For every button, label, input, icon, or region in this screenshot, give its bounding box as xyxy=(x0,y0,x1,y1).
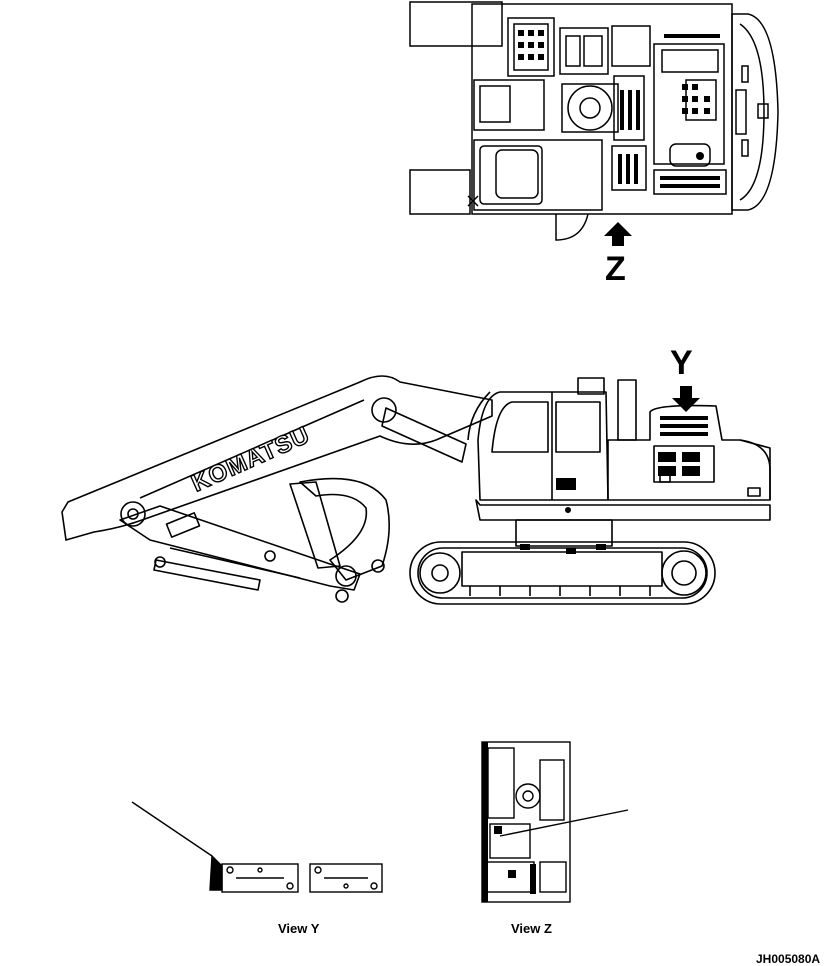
top-view-detail xyxy=(518,30,720,188)
leader-line-y xyxy=(131,801,213,857)
swing-circle xyxy=(567,85,613,131)
track-frame xyxy=(461,551,663,587)
view-z-caption: View Z xyxy=(511,921,552,936)
track xyxy=(409,541,716,605)
cab-outline xyxy=(473,139,603,211)
boom-stub-upper xyxy=(409,1,503,47)
sprocket xyxy=(661,550,707,596)
arm xyxy=(119,505,361,591)
boom xyxy=(61,375,493,541)
engine-hood-side xyxy=(607,404,771,501)
view-y-detail xyxy=(131,801,383,893)
door-swing xyxy=(555,213,589,241)
boom-stub-lower xyxy=(409,169,471,215)
bucket xyxy=(299,477,390,581)
view-z-arrow: Z xyxy=(604,222,632,288)
view-y-arrow-label: Y xyxy=(670,344,693,382)
view-y-caption: View Y xyxy=(278,921,320,936)
cab-window-front xyxy=(491,401,549,453)
view-z-arrow-label: Z xyxy=(605,250,626,288)
view-y-plate-left xyxy=(221,863,299,893)
top-view xyxy=(409,1,779,241)
drawing-code: JH005080A xyxy=(756,952,820,966)
engine-hood xyxy=(653,43,725,165)
cab xyxy=(477,391,609,501)
view-y-plate-right xyxy=(309,863,383,893)
counterweight xyxy=(731,13,779,211)
view-z-detail xyxy=(481,741,629,903)
side-view xyxy=(61,375,771,605)
cab-window-side xyxy=(555,401,601,453)
view-z-frame xyxy=(481,741,571,903)
arm-pin xyxy=(120,501,146,527)
arm-cylinder xyxy=(153,559,261,591)
upper-deck xyxy=(475,499,771,521)
view-y-arrow: Y xyxy=(670,344,700,412)
boom-brand-label: KOMATSU xyxy=(187,421,314,497)
view-z-pulley xyxy=(515,783,541,809)
boom-cylinder xyxy=(381,407,467,463)
idler xyxy=(419,552,461,594)
side-view-detail xyxy=(520,416,708,554)
leader-line-z xyxy=(499,809,629,837)
